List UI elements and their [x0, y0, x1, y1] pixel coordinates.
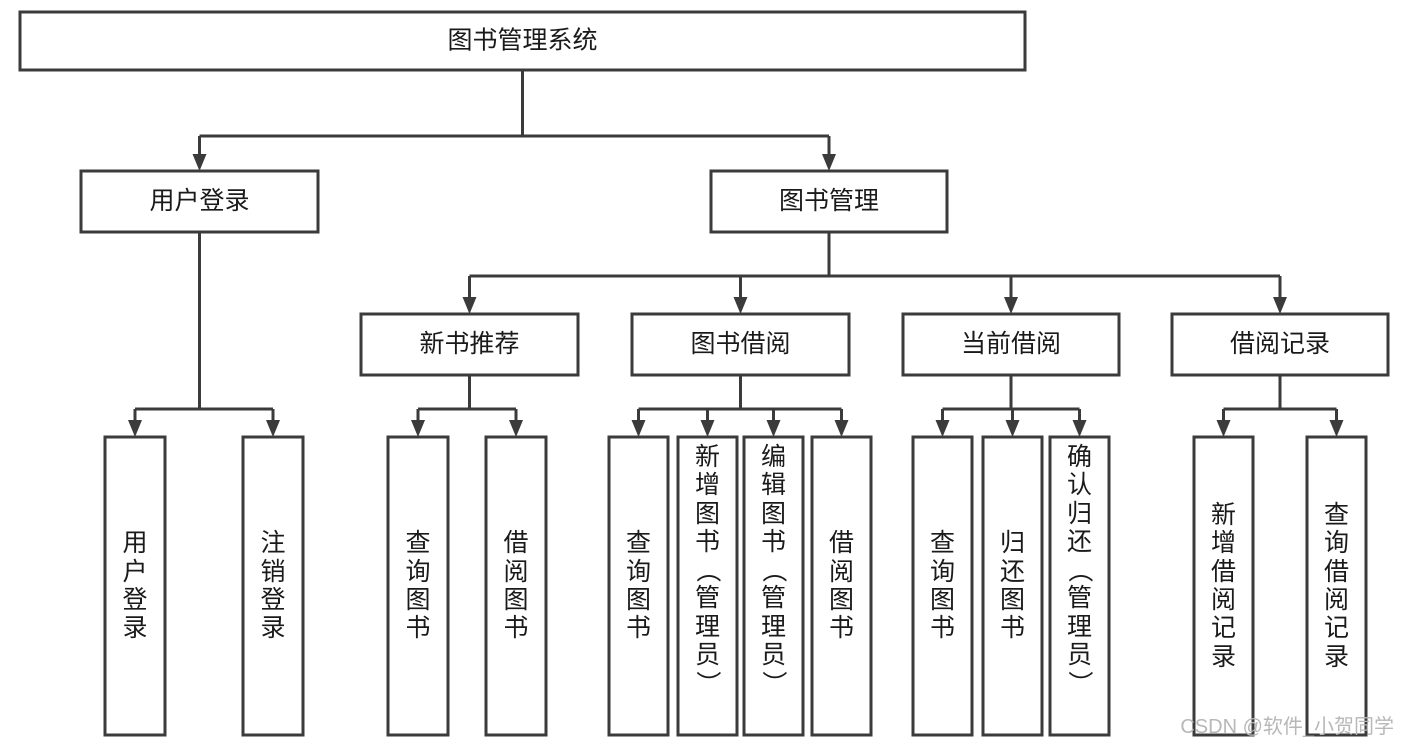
node-label-current-borrow: 当前借阅 — [961, 330, 1061, 358]
boxes-layer — [18, 10, 1390, 737]
node-box-current-borrow[interactable] — [901, 312, 1121, 377]
node-label-new-book-recommend: 新书推荐 — [419, 330, 519, 358]
node-box-leaf-logout[interactable] — [241, 435, 305, 737]
node-box-book-management[interactable] — [709, 169, 949, 234]
node-label-book-management: 图书管理 — [779, 187, 879, 215]
connector-book-borrow-arrow-0 — [631, 420, 646, 437]
connector-book-borrow-arrow-2 — [766, 420, 781, 437]
node-box-leaf-query-borrow-record[interactable] — [1305, 435, 1368, 737]
node-box-borrow-records[interactable] — [1170, 312, 1390, 377]
node-box-root[interactable] — [18, 10, 1027, 72]
node-label-book-borrow: 图书借阅 — [690, 330, 790, 358]
node-box-leaf-edit-book-admin[interactable] — [742, 435, 805, 737]
connector-book-borrow-arrow-3 — [834, 420, 849, 437]
watermark-text: CSDN @软件_小贺同学 — [1180, 716, 1394, 738]
connector-user-login-arrow-1 — [266, 420, 280, 437]
connector-user-login-arrow-0 — [128, 420, 142, 437]
node-box-user-login[interactable] — [79, 169, 320, 234]
connector-book-management-arrow-3 — [1273, 297, 1287, 314]
connector-book-management-arrow-0 — [462, 297, 477, 314]
connector-new-book-recommend-arrow-0 — [411, 420, 425, 437]
node-box-leaf-borrow-book-recommend[interactable] — [484, 435, 548, 737]
node-box-leaf-confirm-return-admin[interactable] — [1048, 435, 1111, 737]
node-label-root: 图书管理系统 — [447, 27, 597, 55]
connector-root-arrow-0 — [192, 154, 207, 171]
node-box-leaf-query-book-borrow[interactable] — [607, 435, 670, 737]
node-box-leaf-user-login[interactable] — [103, 435, 167, 737]
node-label-borrow-records: 借阅记录 — [1230, 330, 1330, 358]
connector-book-management-arrow-2 — [1004, 297, 1018, 314]
connector-book-borrow-arrow-1 — [700, 420, 715, 437]
connector-current-borrow-arrow-2 — [1072, 420, 1087, 437]
node-box-new-book-recommend[interactable] — [359, 312, 580, 377]
node-box-leaf-borrow-book[interactable] — [810, 435, 873, 737]
connector-borrow-records-arrow-0 — [1216, 420, 1231, 437]
node-box-leaf-query-book-recommend[interactable] — [386, 435, 450, 737]
connector-current-borrow-arrow-0 — [935, 420, 950, 437]
connectors-layer — [128, 70, 1344, 437]
connector-new-book-recommend-arrow-1 — [509, 420, 523, 437]
connector-current-borrow-arrow-1 — [1005, 420, 1020, 437]
node-box-book-borrow[interactable] — [630, 312, 851, 377]
connector-book-management-arrow-1 — [733, 297, 748, 314]
node-label-user-login: 用户登录 — [149, 187, 249, 215]
connector-root-arrow-1 — [822, 154, 836, 171]
node-box-leaf-add-borrow-record[interactable] — [1192, 435, 1255, 737]
node-box-leaf-add-book-admin[interactable] — [676, 435, 739, 737]
node-box-leaf-query-book-current[interactable] — [911, 435, 974, 737]
connector-borrow-records-arrow-1 — [1329, 420, 1344, 437]
node-box-leaf-return-book[interactable] — [981, 435, 1044, 737]
